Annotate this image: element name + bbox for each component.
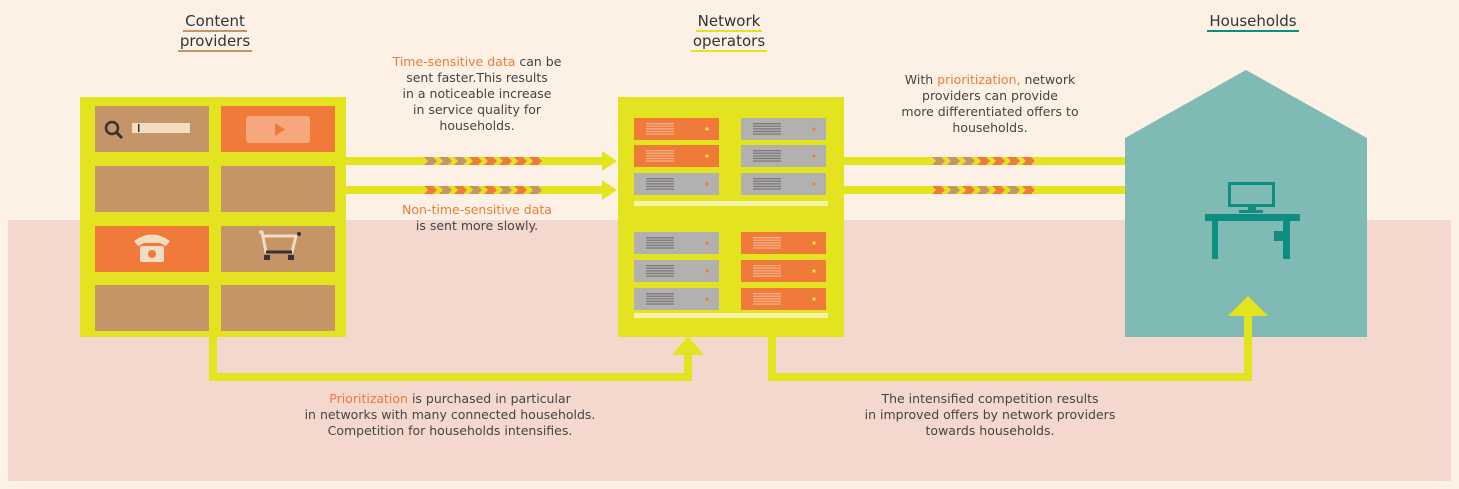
caption-prioritization-offers: With prioritization, network providers c… — [870, 72, 1110, 136]
caption-prioritization-text-3: more differentiated offers to — [901, 104, 1079, 119]
server-unit — [634, 232, 719, 254]
server-unit — [741, 173, 826, 195]
data-packet — [962, 186, 975, 194]
server-unit — [741, 260, 826, 282]
arrow-competition — [768, 296, 1268, 381]
data-packet — [439, 186, 452, 194]
caption-competition: The intensified competition results in i… — [820, 391, 1160, 439]
caption-purchase-text-1: is purchased in particular — [407, 391, 571, 406]
caption-non-time-highlight: Non-time-sensitive data — [402, 202, 552, 217]
caption-time-sensitive-text-2: sent faster.This results — [406, 70, 548, 85]
server-unit — [741, 118, 826, 140]
caption-purchase-text-3: Competition for households intensifies. — [327, 423, 573, 438]
arrow-prioritization-purchase — [209, 336, 704, 381]
caption-purchase-text-2: in networks with many connected househol… — [304, 407, 596, 422]
server-unit — [634, 288, 719, 310]
caption-non-time-sensitive: Non-time-sensitive data is sent more slo… — [370, 202, 584, 234]
data-packet — [469, 186, 482, 194]
data-packet — [469, 157, 482, 165]
data-packet — [1007, 186, 1020, 194]
title-households-text: Households — [1207, 12, 1299, 32]
title-content-line1: Content — [183, 12, 247, 32]
server-racks — [634, 118, 826, 310]
caption-prioritization-text-2: providers can provide — [922, 88, 1058, 103]
data-packet — [977, 157, 990, 165]
data-packet — [1007, 157, 1020, 165]
data-packet — [1022, 186, 1035, 194]
server-unit — [634, 173, 719, 195]
caption-non-time-text: is sent more slowly. — [415, 218, 539, 233]
caption-time-sensitive-text-3: in a noticeable increase — [402, 86, 552, 101]
data-packet — [992, 157, 1005, 165]
caption-prioritization-highlight: prioritization, — [937, 72, 1021, 87]
data-packet — [499, 186, 512, 194]
data-packet — [514, 157, 527, 165]
data-packet — [439, 157, 452, 165]
title-network-operators: Network operators — [666, 12, 792, 52]
caption-time-sensitive-text-5: households. — [439, 118, 515, 133]
server-unit — [741, 232, 826, 254]
caption-competition-text-3: towards households. — [925, 423, 1055, 438]
title-network-line2: operators — [690, 32, 768, 52]
data-packet — [424, 157, 437, 165]
data-packet — [992, 186, 1005, 194]
data-packet — [424, 186, 437, 194]
telephone-icon — [134, 234, 170, 262]
shopping-cart-icon — [259, 230, 301, 260]
data-packet — [514, 186, 527, 194]
caption-time-sensitive-text-4: in service quality for — [412, 102, 542, 117]
data-packet — [932, 186, 945, 194]
packets-households-upper — [932, 157, 1035, 165]
caption-time-sensitive-highlight: Time-sensitive data — [392, 54, 516, 69]
caption-competition-text-2: in improved offers by network providers — [864, 407, 1116, 422]
title-households: Households — [1180, 12, 1326, 32]
server-unit — [634, 145, 719, 167]
caption-competition-text-1: The intensified competition results — [881, 391, 1099, 406]
computer-desk-icon — [1205, 182, 1300, 259]
caption-prioritization-pre: With — [904, 72, 938, 87]
search-icon — [104, 120, 190, 140]
data-packet — [962, 157, 975, 165]
data-packet — [977, 186, 990, 194]
caption-prioritization-text-1: network — [1020, 72, 1076, 87]
server-unit — [741, 288, 826, 310]
data-packet — [529, 157, 542, 165]
arrow-to-households-upper — [844, 151, 1169, 171]
server-unit — [634, 260, 719, 282]
packets-time-sensitive — [424, 157, 542, 165]
caption-purchase-highlight: Prioritization — [329, 391, 408, 406]
title-content-providers: Content providers — [160, 12, 270, 52]
data-packet — [484, 186, 497, 194]
caption-prioritization-purchase: Prioritization is purchased in particula… — [280, 391, 620, 439]
arrow-to-households-lower — [844, 180, 1169, 200]
title-content-line2: providers — [177, 32, 253, 52]
data-packet — [454, 186, 467, 194]
caption-time-sensitive-text-1: can be — [515, 54, 562, 69]
packets-households-lower — [932, 186, 1035, 194]
server-unit — [634, 118, 719, 140]
data-packet — [947, 186, 960, 194]
data-packet — [1022, 157, 1035, 165]
data-packet — [454, 157, 467, 165]
title-network-line1: Network — [695, 12, 763, 32]
data-packet — [932, 157, 945, 165]
data-packet — [484, 157, 497, 165]
server-unit — [741, 145, 826, 167]
data-packet — [529, 186, 542, 194]
caption-time-sensitive: Time-sensitive data can be sent faster.T… — [370, 54, 584, 134]
video-play-icon — [246, 116, 310, 143]
caption-prioritization-text-4: households. — [952, 120, 1028, 135]
data-packet — [947, 157, 960, 165]
packets-non-time-sensitive — [424, 186, 542, 194]
data-packet — [499, 157, 512, 165]
